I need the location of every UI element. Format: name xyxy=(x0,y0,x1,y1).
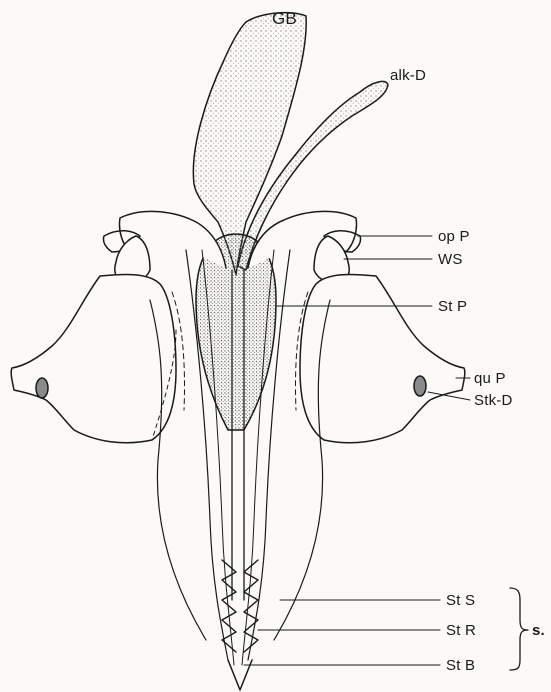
spiracle-right xyxy=(414,376,426,396)
quadrate-plate-left xyxy=(11,274,176,442)
label-st-p: St P xyxy=(438,299,467,314)
brace xyxy=(510,588,528,670)
spiracle-left xyxy=(36,378,48,398)
label-qu-p: qu P xyxy=(474,371,506,386)
label-st-b: St B xyxy=(446,658,475,673)
label-gb: GB xyxy=(272,10,297,27)
sting-bulb xyxy=(196,234,276,430)
label-op-p: op P xyxy=(438,229,470,244)
label-st-r: St R xyxy=(446,623,476,638)
label-ws: WS xyxy=(438,252,463,267)
label-alk-d: alk-D xyxy=(390,68,426,83)
label-stk-d: Stk-D xyxy=(474,393,513,408)
label-s: s. xyxy=(532,623,545,638)
label-st-s: St S xyxy=(446,593,475,608)
